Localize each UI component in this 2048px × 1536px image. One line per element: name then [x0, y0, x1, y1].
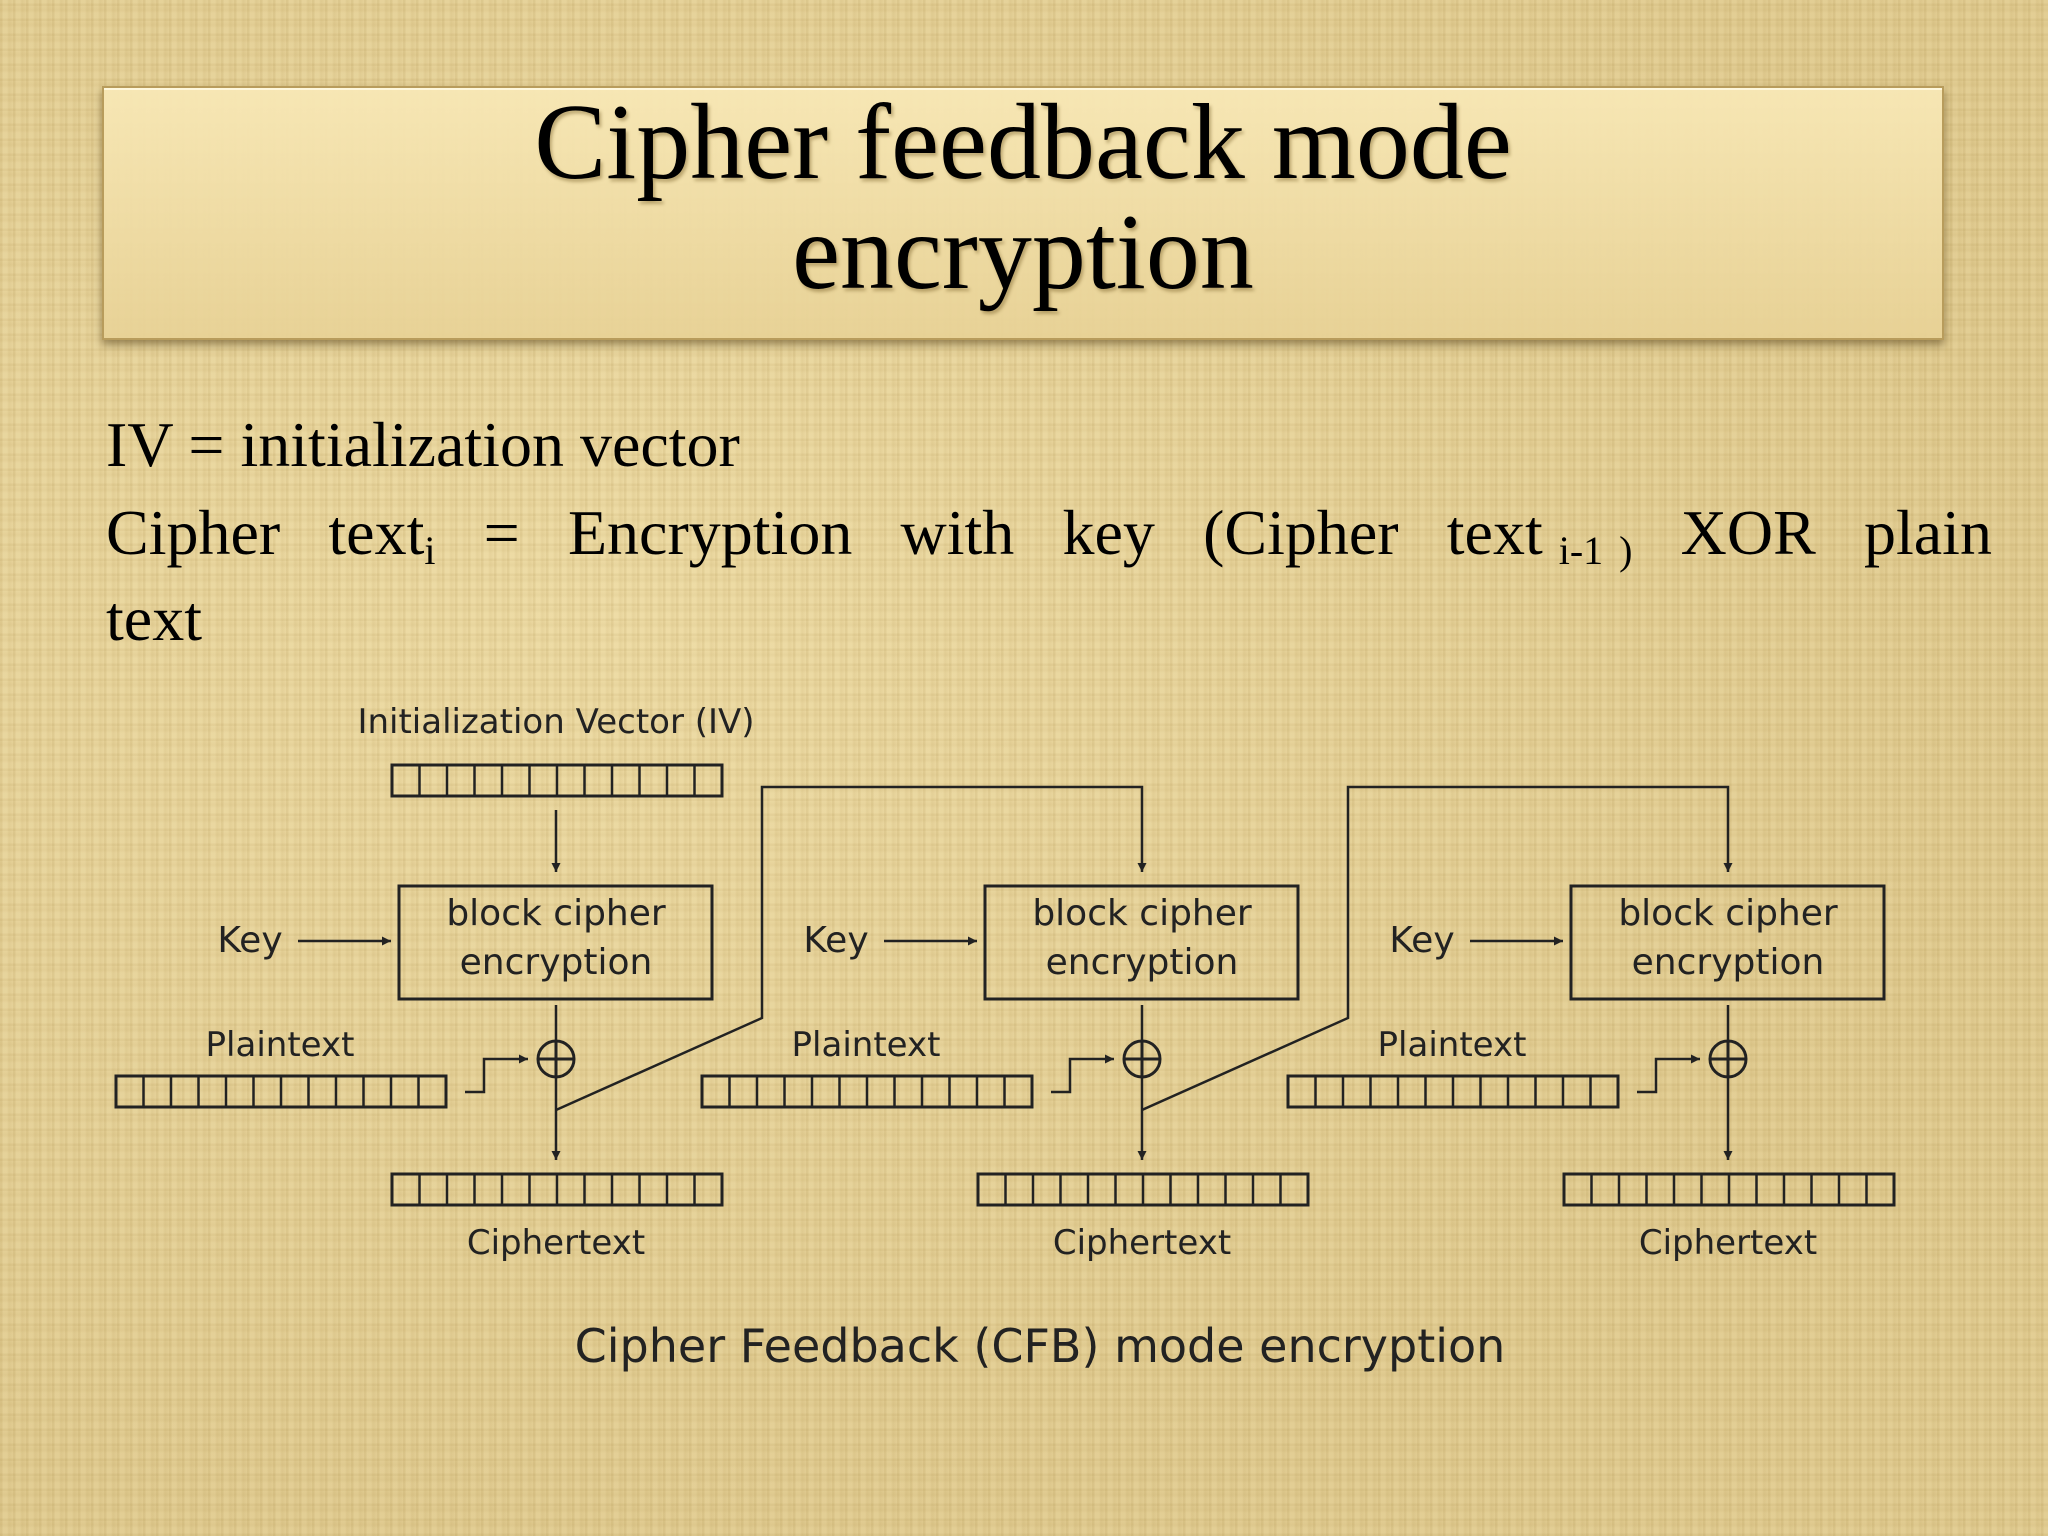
cfb-stages: block cipher encryption KeyPlaintextCipher…: [114, 763, 1896, 1263]
key-label: Key: [1389, 920, 1454, 961]
close-paren: ): [1619, 528, 1633, 573]
formula-word: with: [900, 497, 1015, 568]
ciphertext-label: Ciphertext: [1053, 1223, 1231, 1263]
title-box: Cipher feedback mode encryption: [102, 86, 1944, 340]
formula-word-text-i-1: text i-1 ): [1446, 497, 1633, 573]
block-cipher-box: [983, 884, 1300, 1001]
block-cipher-label: block cipher: [1032, 893, 1252, 934]
block-cipher-label: encryption: [1046, 942, 1239, 983]
plaintext-label: Plaintext: [792, 1025, 941, 1065]
formula-word: Encryption: [567, 497, 853, 568]
block-cipher-label: encryption: [1632, 942, 1825, 983]
block-cipher-box: [397, 884, 714, 1001]
formula-word-text-i: texti: [328, 497, 436, 573]
plaintext-arrow: [465, 1054, 528, 1094]
ciphertext-label: Ciphertext: [1639, 1223, 1817, 1263]
block-cipher-label: encryption: [460, 942, 653, 983]
feedback-line: [1141, 785, 1733, 1112]
block-cipher-label: block cipher: [1618, 893, 1838, 934]
block-cipher-box: [1569, 884, 1886, 1001]
block-cipher-label: block cipher: [446, 893, 666, 934]
slide-title-line-1: Cipher feedback mode: [534, 83, 1512, 202]
formula-word: (Cipher: [1203, 497, 1399, 568]
formula-word: plain: [1863, 497, 1992, 568]
slide-title-line-2: encryption: [792, 193, 1254, 312]
feedback-line: [555, 785, 1147, 1112]
plaintext-arrow: [1637, 1054, 1700, 1094]
plaintext-label: Plaintext: [206, 1025, 355, 1065]
formula-word: Cipher: [106, 497, 281, 568]
diagram-caption: Cipher Feedback (CFB) mode encryption: [575, 1319, 1506, 1373]
plaintext-arrow: [1051, 1054, 1114, 1094]
formula-line-continued: text: [106, 583, 202, 654]
formula-word: =: [483, 497, 520, 568]
formula-word: XOR: [1680, 497, 1816, 568]
iv-definition: IV = initialization vector: [106, 409, 740, 480]
subscript-i-minus-1: i-1: [1558, 528, 1604, 573]
subscript-i: i: [424, 528, 436, 573]
formula-word: key: [1062, 497, 1155, 568]
ciphertext-label: Ciphertext: [467, 1223, 645, 1263]
plaintext-label: Plaintext: [1378, 1025, 1527, 1065]
key-label: Key: [803, 920, 868, 961]
key-label: Key: [217, 920, 282, 961]
iv-label: Initialization Vector (IV): [357, 702, 754, 742]
formula-line: Cipher texti = Encryption with key (Ciph…: [106, 490, 1992, 584]
